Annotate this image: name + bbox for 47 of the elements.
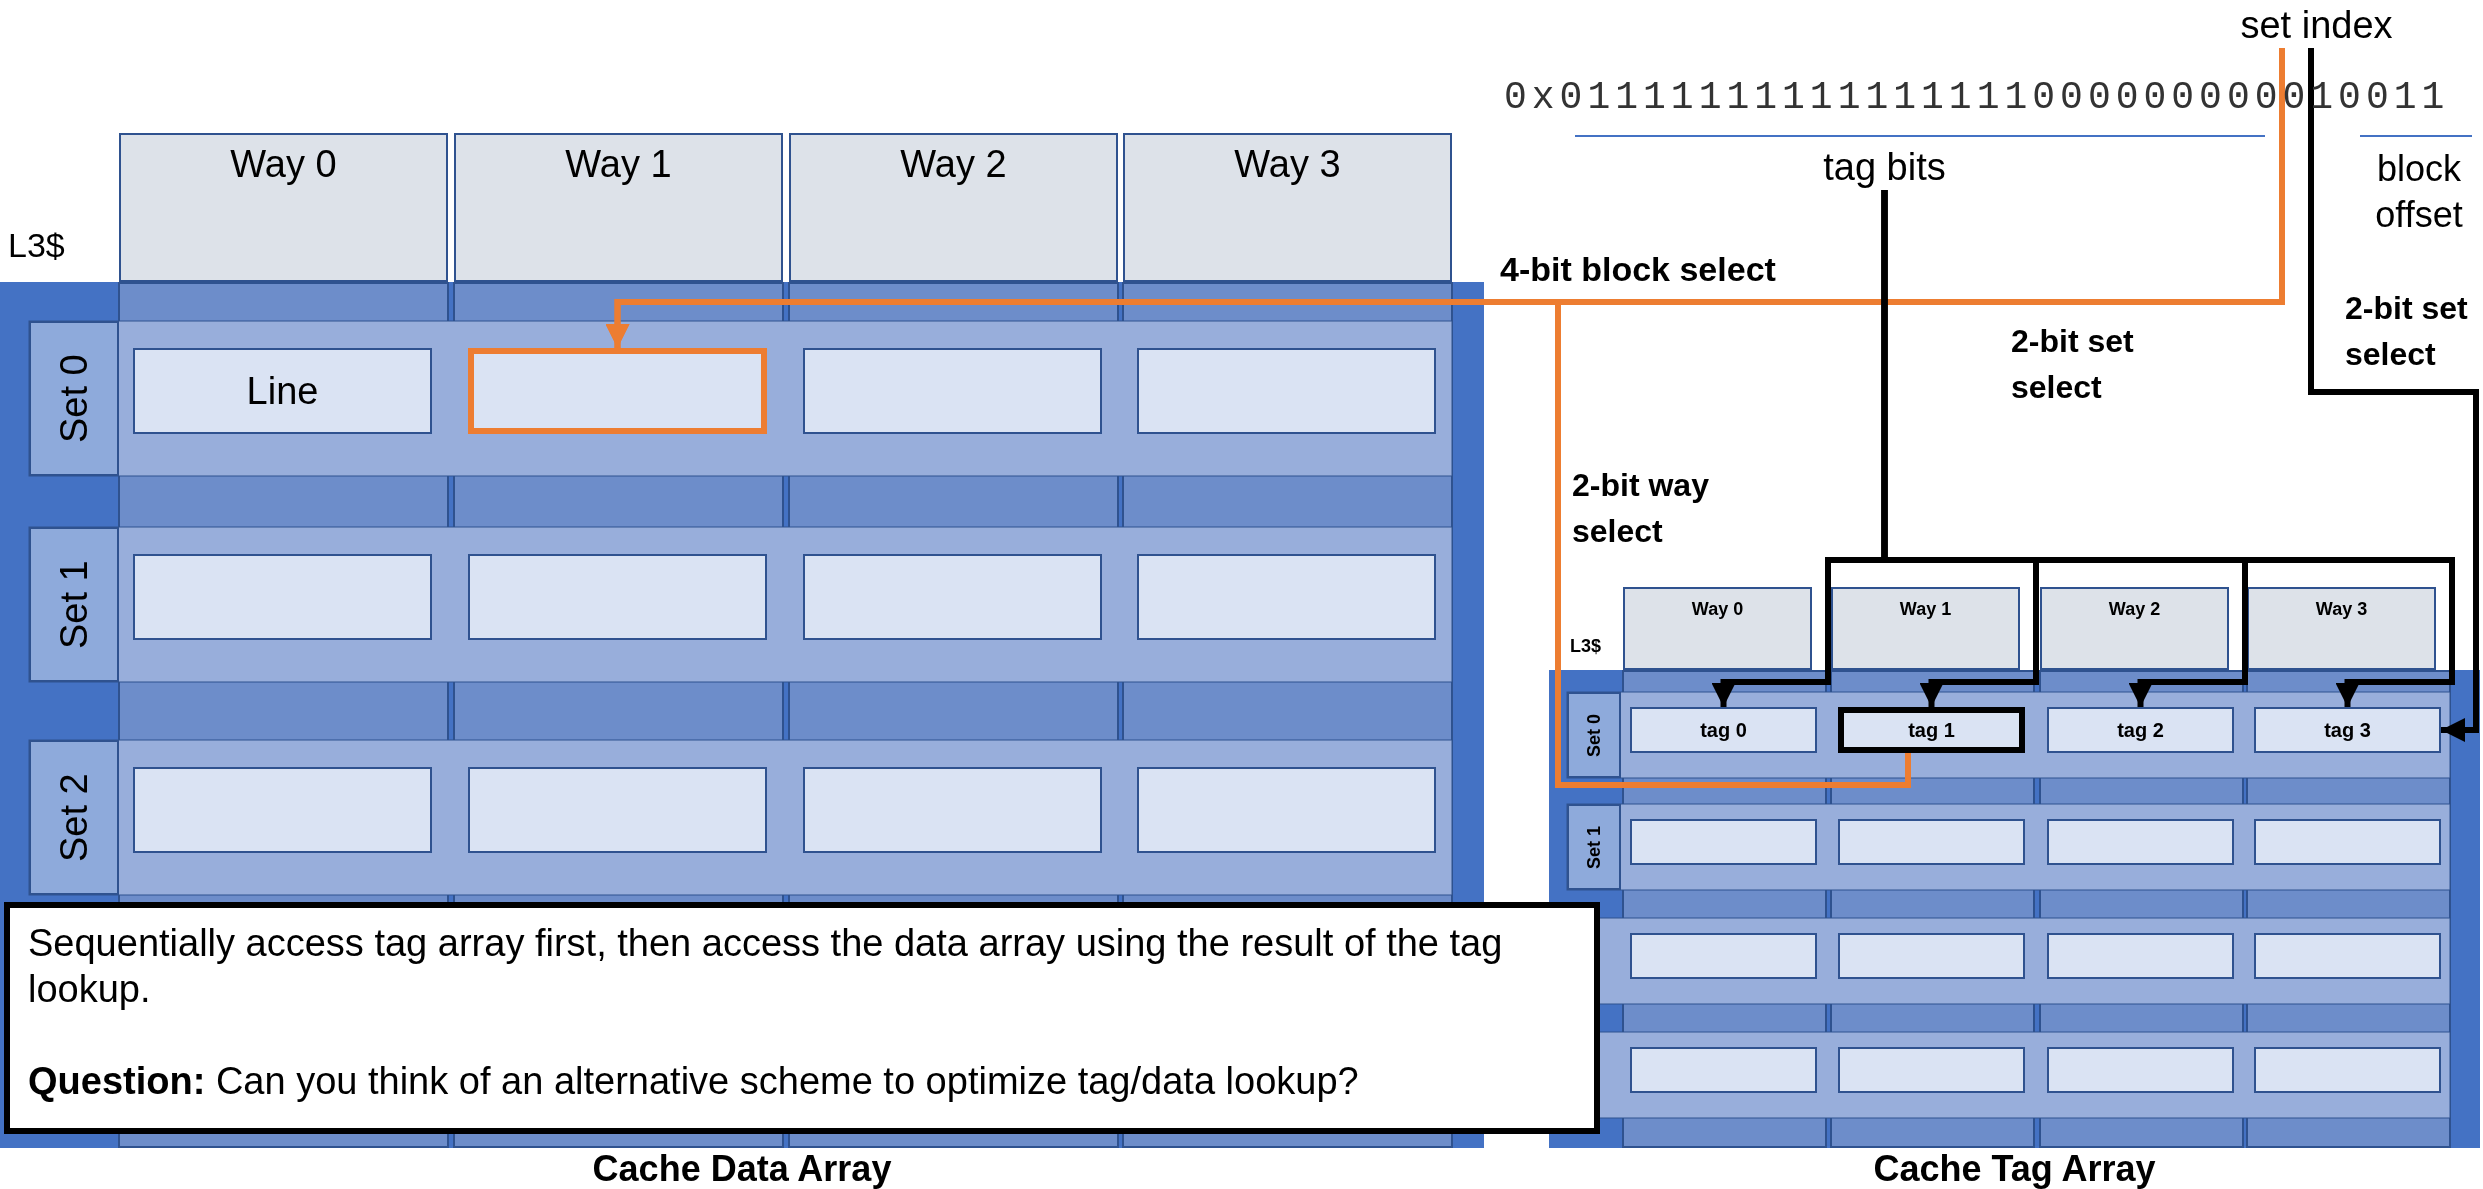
tag-entry-box: [2047, 933, 2234, 979]
edge-label: 2-bit way select: [1572, 466, 1710, 551]
way-header: Way 0: [119, 133, 448, 282]
arrow: [1881, 190, 2455, 707]
tag-entry-box: [1630, 819, 1817, 865]
arrow: [2308, 48, 2479, 742]
array-caption: Cache Data Array: [591, 1149, 893, 1189]
field-label: tag bits: [1813, 144, 1956, 190]
tag-entry-box: tag 1: [1838, 707, 2025, 753]
tag-entry-box: [2254, 1047, 2441, 1093]
question-text: Question: Can you think of an alternative scheme to optimize tag/data lookup?: [28, 1059, 1360, 1104]
set-label-box: Set 0: [29, 321, 119, 476]
cache-level-label: L3$: [8, 226, 65, 265]
arrow: [605, 299, 1911, 788]
note-dialog: [4, 902, 1600, 1134]
field-label: set index: [2233, 2, 2400, 48]
set-label-box: Set 1: [1567, 804, 1621, 890]
tag-entry-box: [2254, 819, 2441, 865]
tag-entry-box: [1838, 819, 2025, 865]
tag-entry-box: [1838, 1047, 2025, 1093]
edge-label: 2-bit set select: [2011, 322, 2135, 407]
note-text: Sequentially access tag array first, then access the data array using the result of the tag lookup.: [28, 921, 1504, 1012]
way-header: Way 2: [2040, 587, 2229, 670]
way-header: Way 2: [789, 133, 1118, 282]
set-label-box: Set 0: [1567, 692, 1621, 778]
cache-array-panel: [1549, 670, 2480, 1189]
way-header: Way 3: [1123, 133, 1452, 282]
way-header: Way 3: [2247, 587, 2436, 670]
way-header: Way 1: [1831, 587, 2020, 670]
tag-entry-box: tag 2: [2047, 707, 2234, 753]
array-caption: Cache Tag Array: [1872, 1149, 2157, 1189]
set-label-box: Set 1: [29, 527, 119, 682]
tag-entry-box: tag 0: [1630, 707, 1817, 753]
field-label: block offset: [2374, 147, 2464, 237]
way-header: Way 1: [454, 133, 783, 282]
tag-entry-box: [2047, 1047, 2234, 1093]
tag-entry-box: tag 3: [2254, 707, 2441, 753]
tag-entry-box: [2254, 933, 2441, 979]
edge-label: 2-bit set select: [2345, 289, 2469, 374]
signal-label: 4-bit block select: [1500, 250, 1776, 289]
tag-entry-box: [1838, 933, 2025, 979]
tag-entry-box: [1630, 1047, 1817, 1093]
tag-entry-box: [2047, 819, 2234, 865]
cache-level-label: L3$: [1570, 636, 1602, 657]
tag-entry-box: [1630, 933, 1817, 979]
set-label-box: Set 2: [29, 740, 119, 895]
way-header: Way 0: [1623, 587, 1812, 670]
